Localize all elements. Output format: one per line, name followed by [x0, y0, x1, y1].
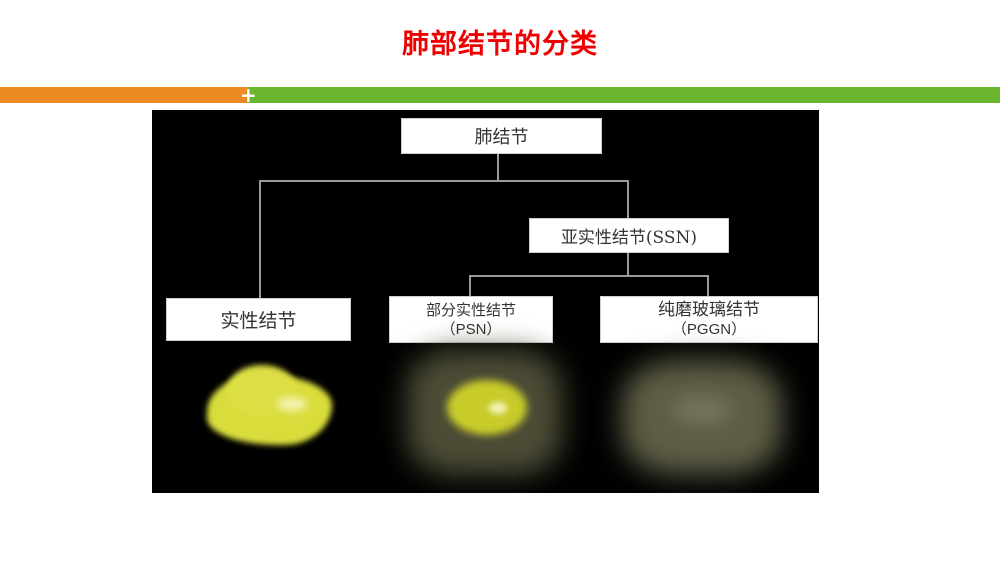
solid-nodule-image: [202, 365, 342, 455]
solid-nodule-box: 实性结节: [166, 298, 351, 341]
psn-nodule-image: [397, 340, 572, 485]
connector-solid-down: [259, 180, 261, 298]
ssn-node-box: 亚实性结节(SSN): [529, 218, 729, 253]
connector-psn-down: [469, 275, 471, 297]
psn-nodule-box: 部分实性结节 （PSN）: [389, 296, 553, 343]
nodule-classification-diagram: 肺结节 亚实性结节(SSN) 实性结节 部分实性结节 （PSN） 纯磨玻璃结节 …: [152, 110, 819, 493]
connector-bottom-horizontal: [469, 275, 709, 277]
connector-ssn-below: [627, 252, 629, 276]
psn-nodule-label: 部分实性结节: [425, 300, 516, 319]
header-bar-orange: [0, 87, 248, 103]
ssn-node-label: 亚实性结节(SSN): [560, 228, 698, 248]
connector-ssn-down: [627, 180, 629, 218]
root-node-box: 肺结节: [401, 118, 602, 154]
pggn-nodule-image: [612, 350, 792, 490]
plus-icon: +: [240, 83, 257, 107]
pggn-nodule-abbrev: （PGGN）: [671, 320, 747, 338]
connector-pggn-down: [707, 275, 709, 297]
root-node-label: 肺结节: [474, 127, 529, 148]
pggn-nodule-label: 纯磨玻璃结节: [658, 299, 760, 320]
connector-top-horizontal: [259, 180, 629, 182]
header-bar-green: [248, 87, 1000, 103]
connector-root-down: [497, 153, 499, 181]
psn-nodule-abbrev: （PSN）: [440, 320, 502, 338]
solid-nodule-label: 实性结节: [220, 310, 297, 332]
pggn-nodule-box: 纯磨玻璃结节 （PGGN）: [600, 296, 818, 343]
slide-title: 肺部结节的分类: [402, 29, 598, 60]
